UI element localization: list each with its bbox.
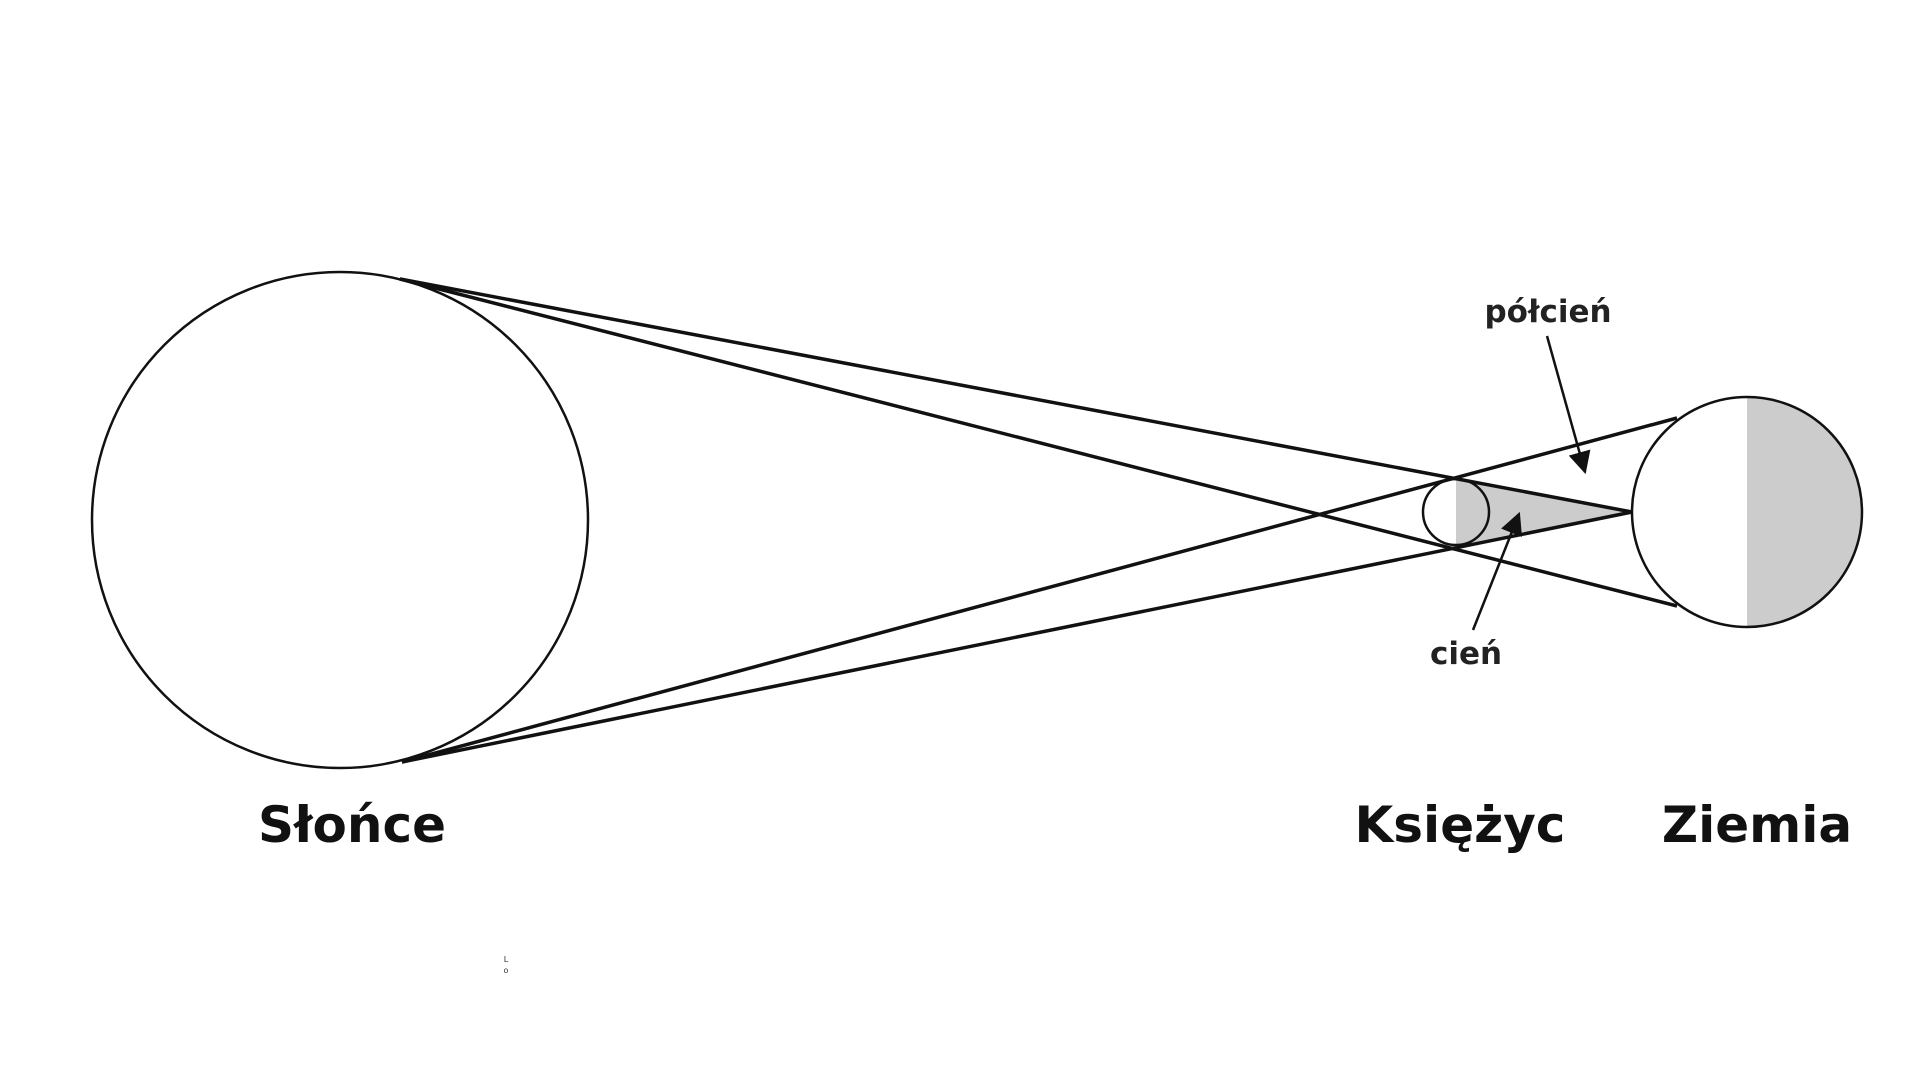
penumbra-ray-bottom [401,416,1678,764]
umbra-label: cień [1430,636,1502,672]
umbra-region [1456,478,1630,546]
earth-night-half [1747,397,1862,627]
moon-shaded-half [1456,479,1489,545]
umbra-arrow [1471,511,1522,631]
penumbra-ray-top [399,277,1678,608]
moon-label: Księżyc [1355,796,1566,854]
umbra-ray-bottom [401,510,1633,764]
stray-mark-bottom: o [504,966,509,975]
sun-circle [90,270,590,770]
earth-label: Ziemia [1662,796,1852,854]
penumbra-arrow [1545,335,1591,475]
umbra-ray-top [399,277,1633,514]
sun-label: Słońce [258,796,446,854]
stray-mark-top: L [504,955,509,964]
penumbra-label: półcień [1484,294,1611,330]
